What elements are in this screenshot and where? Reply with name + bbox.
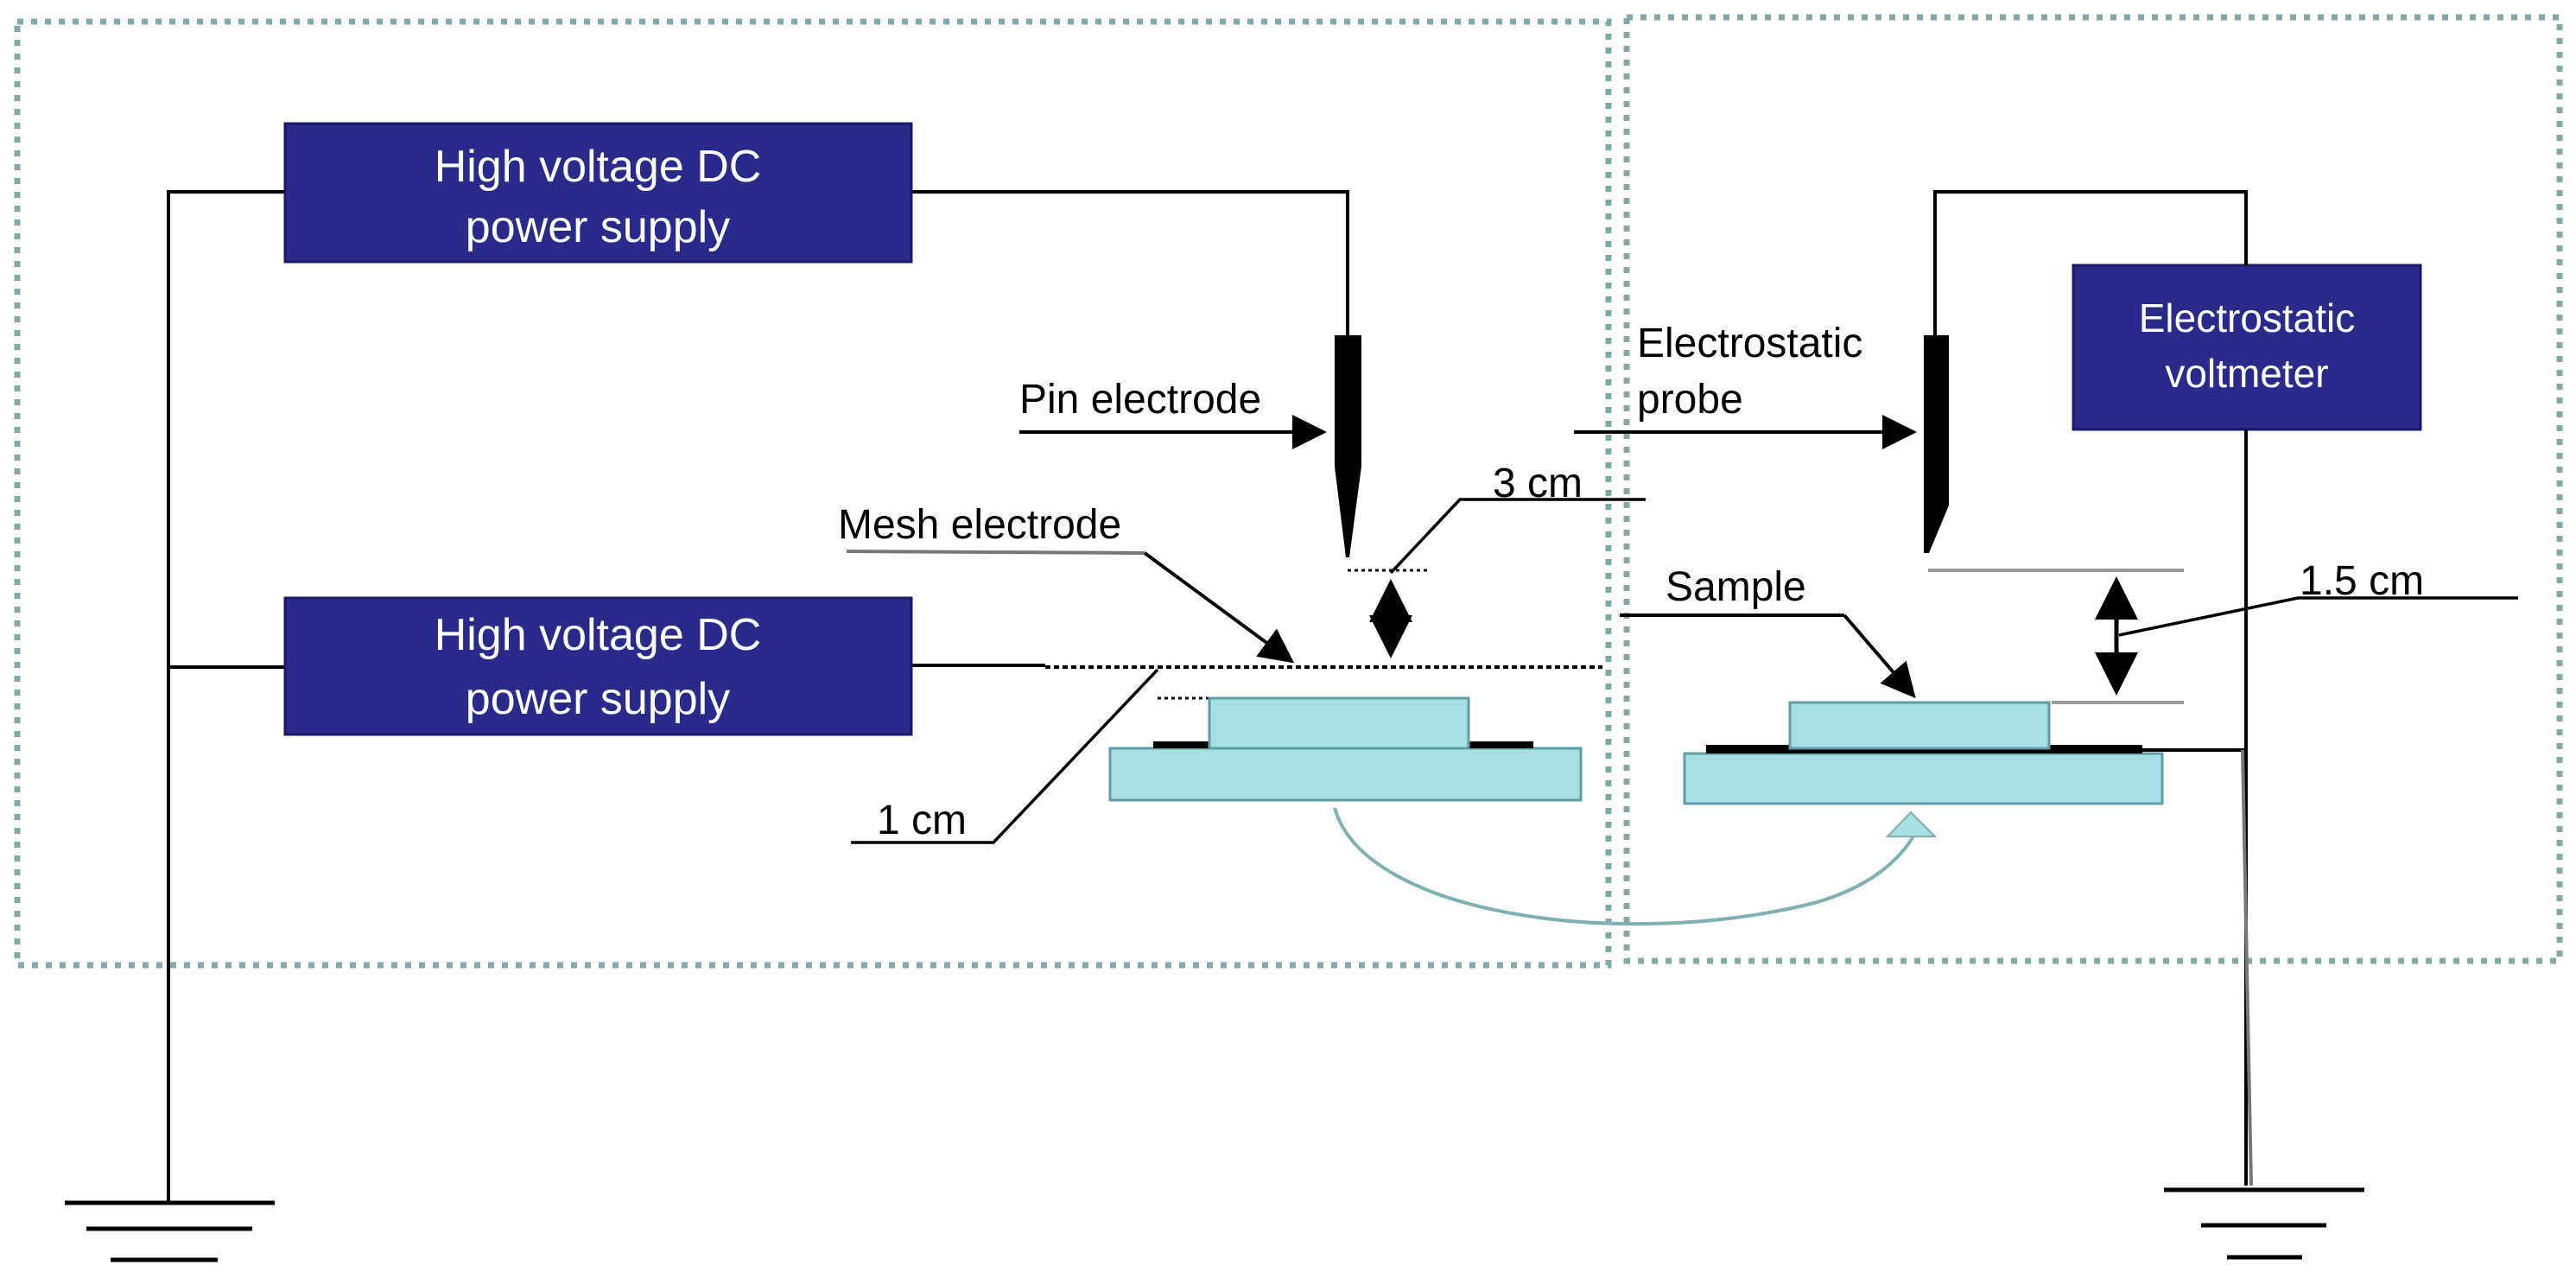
- transfer-arrow: [1333, 807, 1915, 926]
- pin-electrode: [1335, 335, 1361, 557]
- voltmeter-line1: Electrostatic: [2139, 296, 2356, 340]
- mesh-electrode-label: Mesh electrode: [838, 502, 1121, 548]
- ground-symbol-icon: [65, 1200, 275, 1262]
- voltmeter-line2: voltmeter: [2165, 351, 2328, 396]
- transfer-arrow-head: [1885, 811, 1938, 837]
- gap-1cm-label: 1 cm: [877, 798, 967, 843]
- gap-15cm-leader: [2118, 596, 2518, 637]
- probe-label-line1: Electrostatic: [1637, 321, 1862, 366]
- pin-electrode-label: Pin electrode: [1019, 377, 1261, 423]
- hv-supply-bottom-line1: High voltage DC: [435, 610, 762, 660]
- hv-supply-bottom-box: High voltage DC power supply: [283, 596, 913, 736]
- gap-15cm-label: 1.5 cm: [2300, 558, 2424, 604]
- sample-label: Sample: [1666, 564, 1806, 610]
- voltmeter-box: Electrostatic voltmeter: [2072, 264, 2422, 431]
- gap-3cm-leader: [1389, 498, 1646, 575]
- probe-label-line2: probe: [1637, 377, 1743, 423]
- charging-station-frame: [14, 18, 1612, 969]
- gap-3cm-label: 3 cm: [1493, 461, 1583, 506]
- hv-supply-top-line2: power supply: [466, 202, 730, 252]
- mesh-electrode-pointer: [1143, 551, 1295, 664]
- hv-supply-top-box: High voltage DC power supply: [283, 122, 913, 264]
- mesh-electrode-underline: [846, 550, 1145, 555]
- hv-supply-bottom-line2: power supply: [466, 674, 730, 724]
- left-sample-stack: [1108, 696, 1583, 802]
- electrostatic-probe: [1924, 335, 1949, 553]
- measurement-station-frame: [1623, 14, 2563, 964]
- right-sample-stack: [1683, 701, 2164, 805]
- sample-pointer: [1843, 614, 1916, 699]
- right-wiring: [1933, 190, 2248, 1186]
- gap-1cm-leader: [851, 668, 1159, 844]
- left-wiring: [167, 190, 1349, 1201]
- hv-supply-top-line1: High voltage DC: [435, 142, 762, 192]
- right-ground-wire-shadow: [2241, 749, 2253, 1186]
- ground-symbol-icon: [2164, 1187, 2364, 1260]
